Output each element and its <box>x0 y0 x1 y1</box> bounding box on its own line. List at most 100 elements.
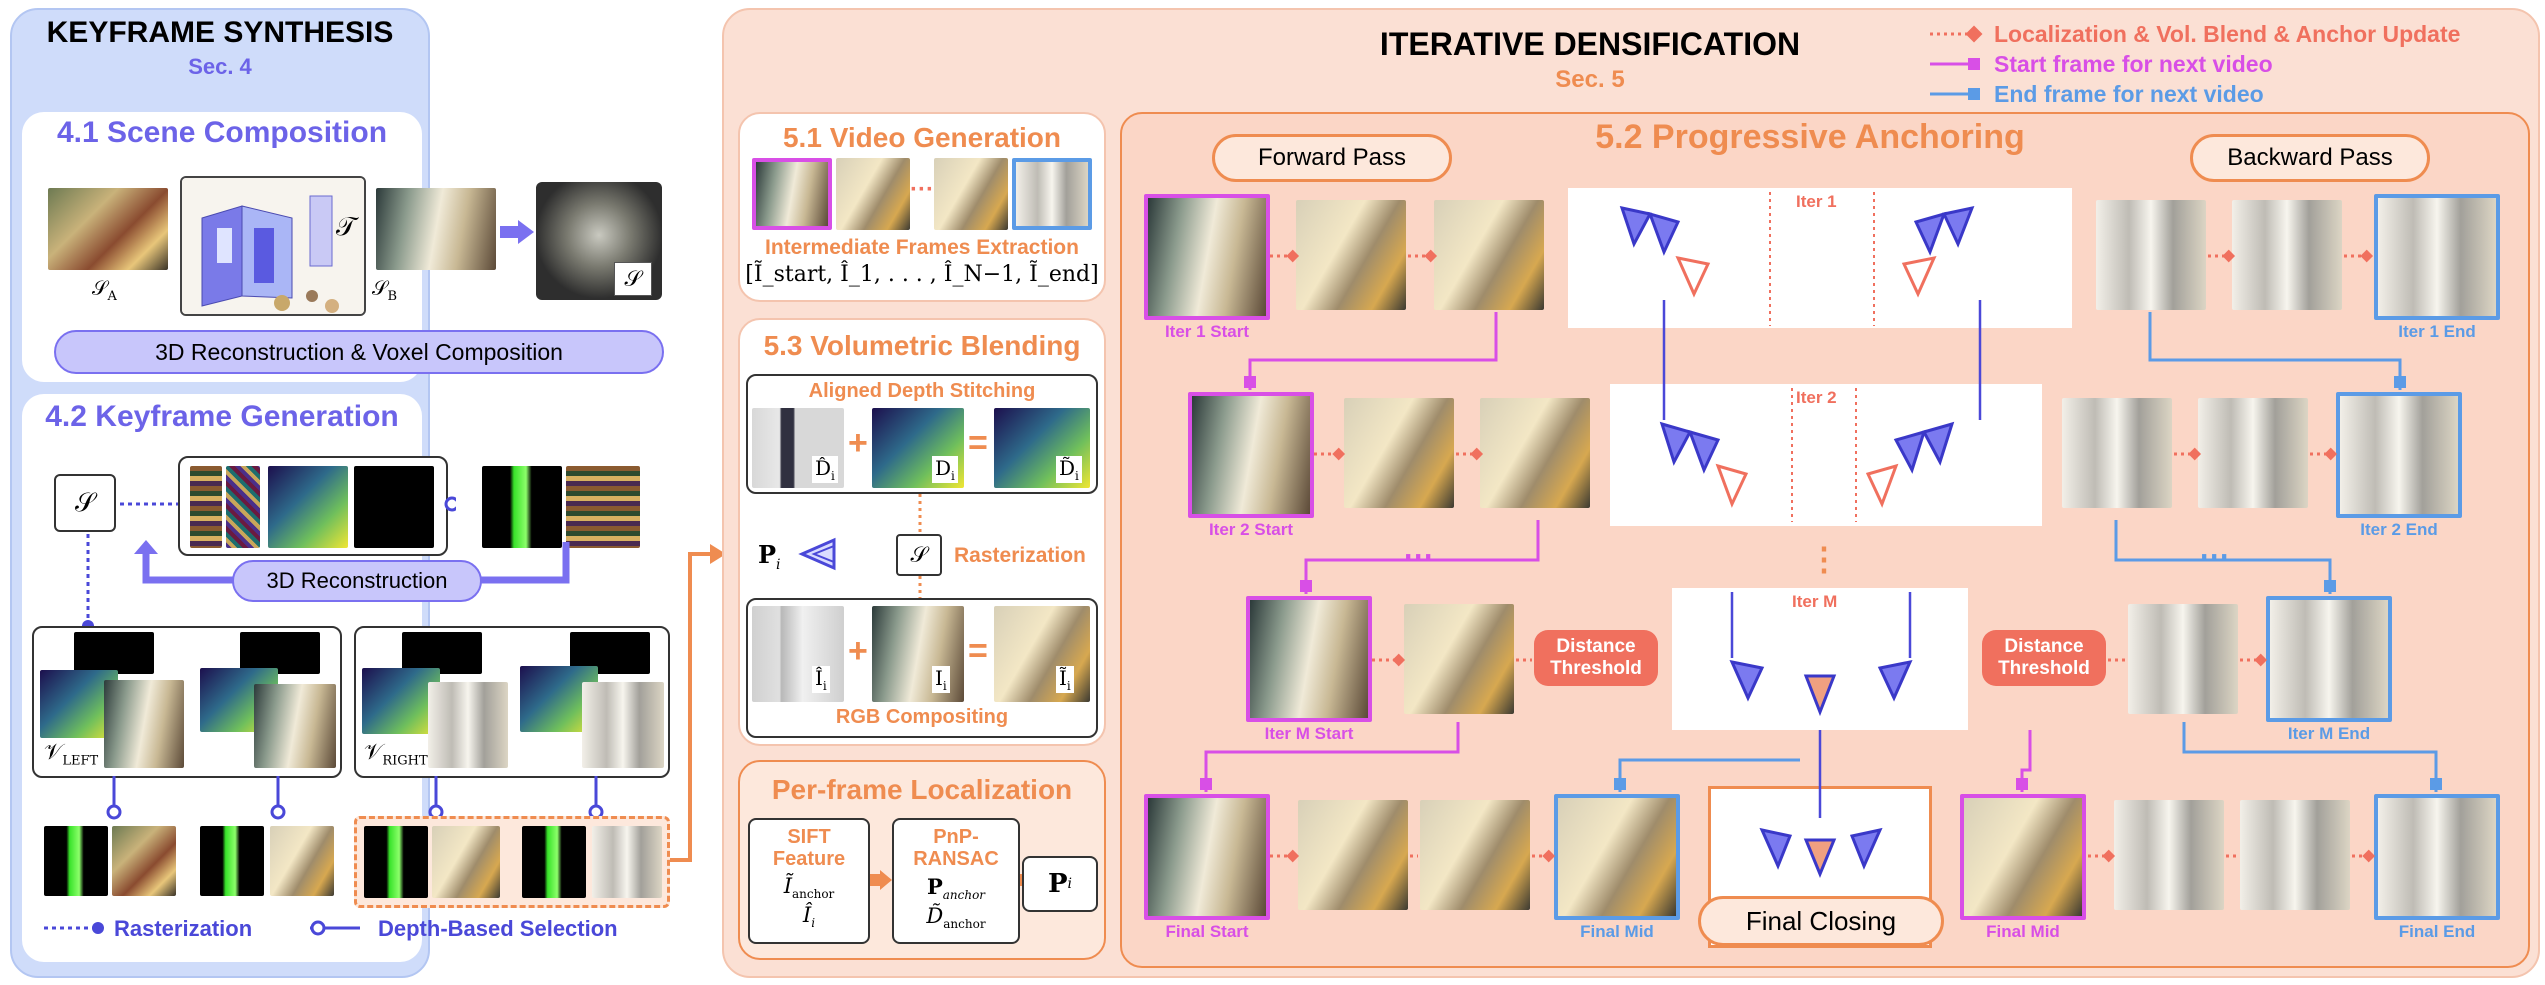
left-view-rgb-2 <box>254 684 336 768</box>
v-left-label: 𝒱LEFT <box>44 740 99 769</box>
sift-title: SIFT Feature <box>772 826 846 870</box>
backward-dots: ··· <box>2200 540 2230 573</box>
final-end-caption: Final End <box>2398 922 2476 941</box>
rgb-compositing-label: RGB Compositing <box>835 706 1009 728</box>
scene-a-label: 𝒮A <box>92 276 117 304</box>
video-generation-title: 5.1 Video Generation <box>782 122 1062 153</box>
base-view-3 <box>268 466 348 548</box>
base-view-4 <box>354 466 434 548</box>
final-mid-frame-2 <box>1960 794 2086 920</box>
to-blending-arrow <box>670 544 726 862</box>
iter1-back-frame-1 <box>2096 200 2206 310</box>
scene-a-image <box>48 188 168 270</box>
selected-rgb-1 <box>566 466 640 548</box>
forward-pass-pill: Forward Pass <box>1212 134 1452 182</box>
left-selected-rgb-2 <box>270 826 334 896</box>
depth-legend-line <box>310 920 360 936</box>
final-end-frame <box>2374 794 2500 920</box>
iter1-end-frame <box>2374 194 2500 320</box>
blend-rasterization-label: Rasterization <box>954 544 1086 567</box>
iter1-back-frame-2 <box>2232 200 2342 310</box>
sift-frame: Îi <box>802 903 816 931</box>
iter-ellipsis: ⋮ <box>1808 541 1840 577</box>
iter1-frame-3 <box>1434 200 1544 310</box>
legend-localization-line <box>1930 25 1983 43</box>
frames-formula: [Ĩ_start, Î_1, . . . , Î_N−1, Ĩ_end] <box>745 262 1099 287</box>
final-mid-frame-1 <box>1554 794 1680 920</box>
reconstruction-pill: 3D Reconstruction <box>232 560 482 602</box>
s-box: 𝒮 <box>54 474 116 532</box>
iter2-back-frame-1 <box>2062 398 2172 508</box>
volumetric-blending-title: 5.3 Volumetric Blending <box>763 330 1081 361</box>
depth-equals: = <box>968 424 988 462</box>
rgb-plus: + <box>848 632 868 670</box>
forward-distance-threshold: Distance Threshold <box>1534 630 1658 686</box>
iter2-back-frame-2 <box>2198 398 2308 508</box>
final-mid-caption-2: Final Mid <box>1986 922 2060 941</box>
iterm-start-caption: Iter M Start <box>1264 724 1354 743</box>
base-connector <box>120 496 456 512</box>
video-dots: ··· <box>910 176 934 203</box>
keyframe-synthesis-title: KEYFRAME SYNTHESIS <box>46 16 394 49</box>
keyframe-generation-title: 4.2 Keyframe Generation <box>45 400 399 433</box>
iterative-densification-title: ITERATIVE DENSIFICATION <box>1379 26 1801 62</box>
final-back-frame-2 <box>2240 800 2350 910</box>
left-selected-mask-1 <box>44 826 108 896</box>
v-base-label: 𝒱BASE <box>362 518 414 545</box>
left-view-mask-1 <box>74 632 154 674</box>
sift-anchor: Ĩanchor <box>783 874 835 902</box>
iterm-label: Iter M <box>1792 592 1838 611</box>
raster-legend-line <box>44 922 104 934</box>
legend-start-label: Start frame for next video <box>1994 51 2273 77</box>
right-view-rgb-1 <box>428 682 508 768</box>
depth-hat-label: D̂i <box>812 456 838 483</box>
selection-connectors <box>106 776 604 820</box>
depth-stitching-label: Aligned Depth Stitching <box>808 380 1036 402</box>
iter2-frame-2 <box>1344 398 1454 508</box>
scene-b-image <box>376 188 496 270</box>
reconstruction-voxel-pill: 3D Reconstruction & Voxel Composition <box>54 330 664 374</box>
progressive-anchoring-title: 5.2 Progressive Anchoring <box>1595 118 2025 156</box>
left-selected-mask-2 <box>200 826 264 896</box>
rgb-label: Ii <box>932 666 950 693</box>
iterm-end-frame <box>2266 596 2392 722</box>
iter1-label: Iter 1 <box>1796 192 1837 211</box>
iterm-end-caption: Iter M End <box>2287 724 2371 743</box>
sift-box: SIFT Feature Ĩanchor Îi <box>748 818 870 944</box>
iter1-start-caption: Iter 1 Start <box>1164 322 1250 341</box>
sift-to-pnp-arrow <box>870 870 892 890</box>
right-view-rgb-2 <box>582 682 664 768</box>
pnp-box: PnP- RANSAC Panchor D̃anchor <box>892 818 1020 944</box>
depth-plus: + <box>848 424 868 462</box>
left-selected-rgb-1 <box>112 826 176 896</box>
iter2-label: Iter 2 <box>1796 388 1837 407</box>
right-selected-mask-1 <box>364 826 428 898</box>
pnp-depth: D̃anchor <box>926 904 986 932</box>
right-selected-rgb-2 <box>592 826 662 898</box>
composed-scene-label: 𝒮 <box>614 262 652 296</box>
legend-end-label: End frame for next video <box>1994 81 2264 107</box>
camera-icon <box>798 537 836 571</box>
video-frame-2 <box>836 158 910 230</box>
iter2-end-caption: Iter 2 End <box>2360 520 2438 539</box>
iterm-start-frame <box>1246 596 1372 722</box>
iterm-frame-2 <box>1404 604 1514 714</box>
video-end-frame <box>1012 158 1092 230</box>
localization-title: Per-frame Localization <box>771 774 1073 805</box>
depth-tilde-label: D̃i <box>1056 456 1082 483</box>
voxel-composition-view <box>180 176 366 316</box>
legend-start-line <box>1930 58 1980 70</box>
pose-label: Pi <box>758 540 781 573</box>
final-start-caption: Final Start <box>1165 922 1249 941</box>
depth-legend-label: Depth-Based Selection <box>378 916 618 941</box>
video-frame-3 <box>934 158 1008 230</box>
right-selected-rgb-1 <box>432 826 500 898</box>
iter2-frame-3 <box>1480 398 1590 508</box>
left-view-mask-2 <box>240 632 320 674</box>
sec5-label: Sec. 5 <box>1555 66 1625 93</box>
final-closing-pill: Final Closing <box>1698 896 1944 946</box>
scene-b-label: 𝒮B <box>372 276 398 304</box>
transform-label: 𝒯 <box>336 212 356 242</box>
